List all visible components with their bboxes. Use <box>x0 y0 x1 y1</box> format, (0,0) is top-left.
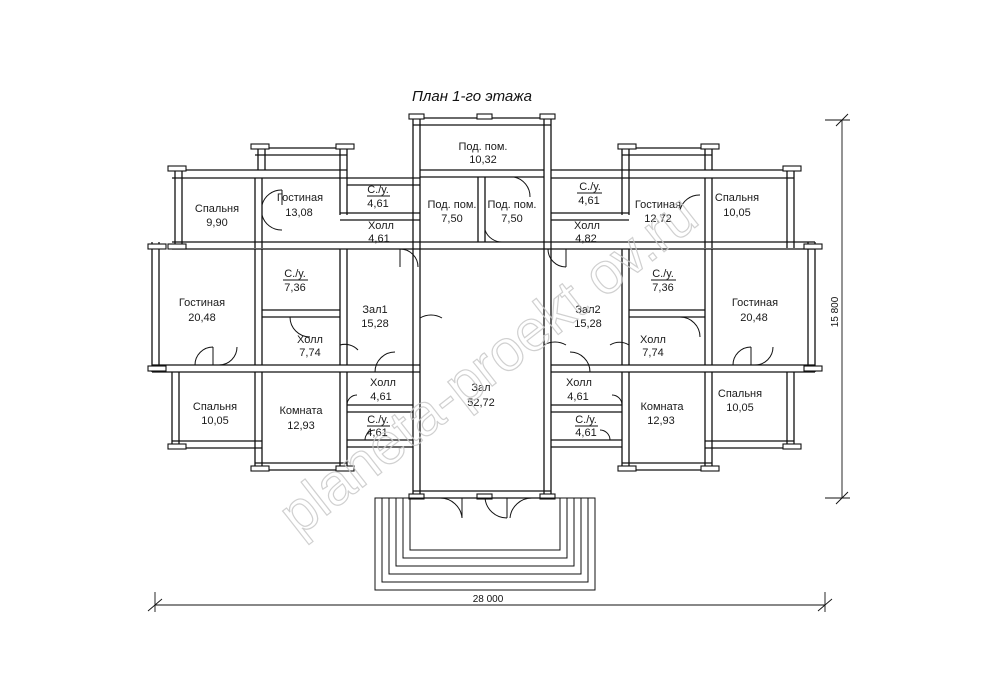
room-area: 52,72 <box>467 397 495 409</box>
room-area: 20,48 <box>188 312 216 324</box>
width-dimension: 28 000 <box>473 594 504 605</box>
room-area: 7,36 <box>284 282 305 294</box>
room-area: 9,90 <box>206 217 227 229</box>
room-area: 4,61 <box>368 233 389 245</box>
room-name: Холл <box>574 220 600 232</box>
porch-steps <box>374 497 596 591</box>
room-name: Под. пом. <box>427 199 476 211</box>
room-area: 10,32 <box>469 154 497 166</box>
room-area: 13,08 <box>285 207 313 219</box>
room-name: Комната <box>279 405 323 417</box>
room-area: 7,36 <box>652 282 673 294</box>
room-area: 4,61 <box>578 195 599 207</box>
room-name: Зал1 <box>362 304 387 316</box>
room-area: 4,61 <box>575 427 596 439</box>
room-name: Спальня <box>195 203 239 215</box>
room-name: Гостиная <box>635 199 681 211</box>
room-area: 12,93 <box>287 420 315 432</box>
room-labels: Спальня 9,90 Гостиная 13,08 С./у. 4,61 Х… <box>179 141 778 439</box>
room-area: 10,05 <box>723 207 751 219</box>
room-name: Гостиная <box>732 297 778 309</box>
room-name: Холл <box>640 334 666 346</box>
room-name: С./у. <box>652 268 674 280</box>
room-area: 7,74 <box>299 347 320 359</box>
room-name: С./у. <box>575 414 597 426</box>
log-ends <box>147 113 823 500</box>
room-area: 4,82 <box>575 233 596 245</box>
plan-title: План 1-го этажа <box>412 88 532 105</box>
room-name: Гостиная <box>179 297 225 309</box>
room-area: 4,61 <box>567 391 588 403</box>
room-name: Спальня <box>715 192 759 204</box>
room-name: Холл <box>566 377 592 389</box>
room-name: Спальня <box>718 388 762 400</box>
room-area: 10,05 <box>726 402 754 414</box>
room-area: 7,74 <box>642 347 663 359</box>
room-area: 12,93 <box>647 415 675 427</box>
height-dimension: 15 800 <box>830 296 841 327</box>
room-name: Холл <box>368 220 394 232</box>
room-name: С./у. <box>284 268 306 280</box>
room-name: Под. пом. <box>487 199 536 211</box>
room-name: Зал2 <box>575 304 600 316</box>
room-name: Комната <box>640 401 684 413</box>
room-name: Гостиная <box>277 192 323 204</box>
room-name: Холл <box>370 377 396 389</box>
room-area: 12,72 <box>644 213 672 225</box>
room-name: Под. пом. <box>458 141 507 153</box>
room-area: 7,50 <box>501 213 522 225</box>
room-area: 4,61 <box>370 391 391 403</box>
walls <box>151 117 816 499</box>
room-name: Спальня <box>193 401 237 413</box>
room-area: 15,28 <box>361 318 389 330</box>
room-area: 7,50 <box>441 213 462 225</box>
room-area: 20,48 <box>740 312 768 324</box>
room-name: С./у. <box>579 181 601 193</box>
room-name: Холл <box>297 334 323 346</box>
room-name: Зал <box>471 382 490 394</box>
name-underlines <box>283 192 676 427</box>
room-area: 10,05 <box>201 415 229 427</box>
room-area: 4,61 <box>367 198 388 210</box>
room-name: С./у. <box>367 184 389 196</box>
room-area: 4,61 <box>366 427 387 439</box>
room-name: С./у. <box>367 414 389 426</box>
room-area: 15,28 <box>574 318 602 330</box>
dimension-lines <box>147 113 850 612</box>
